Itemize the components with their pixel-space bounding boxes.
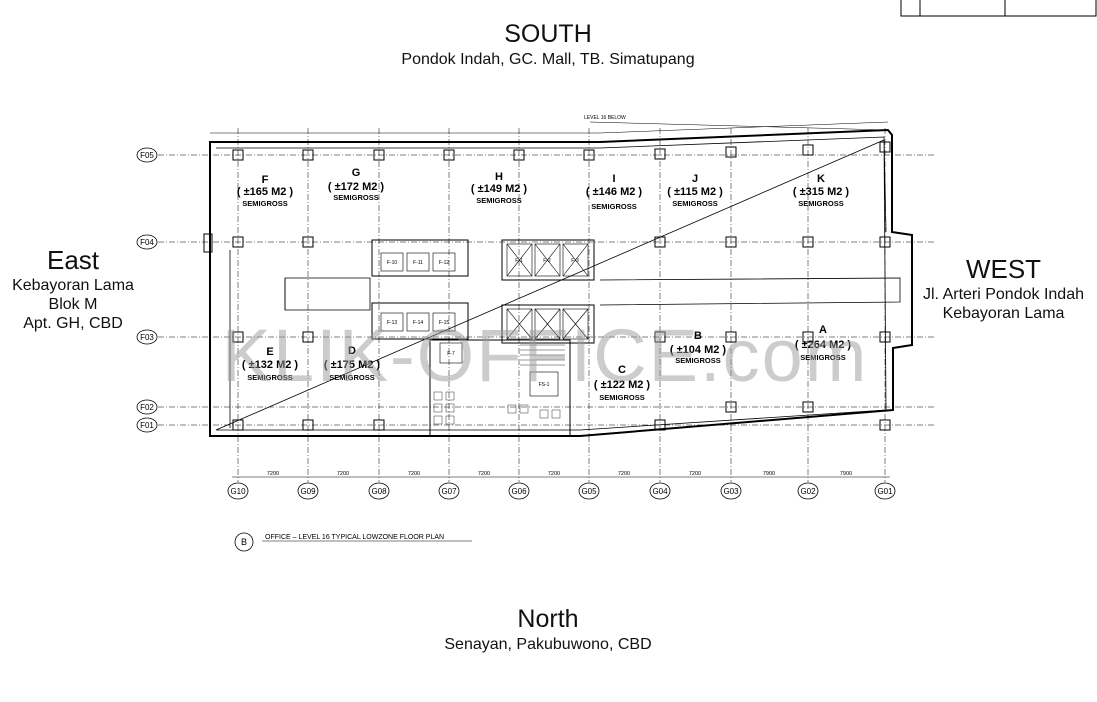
north-label-group: North Senayan, Pakubuwono, CBD <box>300 605 796 655</box>
dimension: 7900 <box>763 471 775 477</box>
west-title: WEST <box>965 254 1042 284</box>
unit-area: ( ±172 M2 ) <box>328 181 385 193</box>
lift-label: F-13 <box>387 320 398 326</box>
unit-letter: A <box>819 324 827 336</box>
unit-type: SEMIGROSS <box>800 353 845 362</box>
grid-label: F04 <box>140 238 154 247</box>
dimension: 7900 <box>840 471 852 477</box>
dimension: 7200 <box>408 471 420 477</box>
west-line-1: Jl. Arteri Pondok Indah <box>923 286 1084 303</box>
unit-area: ( ±104 M2 ) <box>670 344 727 356</box>
unit-area: ( ±264 M2 ) <box>795 339 852 351</box>
east-title: East <box>46 245 100 275</box>
row-grid-bubbles <box>136 147 158 433</box>
grid-label: F05 <box>140 151 154 160</box>
unit-letter: J <box>692 173 698 185</box>
grid-label: G04 <box>652 487 668 496</box>
unit-area: ( ±122 M2 ) <box>594 379 651 391</box>
unit-type: SEMIGROSS <box>247 373 292 382</box>
dimension: 7200 <box>478 471 490 477</box>
south-label-group: SOUTH Pondok Indah, GC. Mall, TB. Simatu… <box>300 20 796 70</box>
grid-label: G05 <box>581 487 597 496</box>
north-subtitle: Senayan, Pakubuwono, CBD <box>444 636 652 653</box>
grid-label: F03 <box>140 333 154 342</box>
unit-area: ( ±175 M2 ) <box>324 359 381 371</box>
watermark: KLIK-OFFICE.com <box>222 314 869 397</box>
unit-area: ( ±149 M2 ) <box>471 183 528 195</box>
unit-letter: F <box>262 174 269 186</box>
north-title: North <box>517 605 579 633</box>
unit-area: ( ±115 M2 ) <box>667 186 723 198</box>
dimension: 7200 <box>618 471 630 477</box>
unit-letter: B <box>694 330 702 342</box>
grid-label: G01 <box>877 487 893 496</box>
column-grid-text: G10 G09 G08 G07 G06 G05 G04 G03 G02 G01 <box>230 487 893 496</box>
grid-label: G02 <box>800 487 816 496</box>
unit-letter: E <box>266 346 273 358</box>
plan-caption: OFFICE – LEVEL 16 TYPICAL LOWZONE FLOOR … <box>265 534 444 541</box>
east-line-1: Kebayoran Lama <box>12 277 134 294</box>
title-block-corner <box>900 0 1097 17</box>
lift-label: F-11 <box>413 260 423 266</box>
unit-letter: D <box>348 345 356 357</box>
level-note: LEVEL 16 BELOW <box>584 115 626 121</box>
grid-label: G07 <box>441 487 457 496</box>
unit-labels: F ( ±165 M2 ) SEMIGROSS G ( ±172 M2 ) SE… <box>237 167 852 402</box>
row-grid-text: F05 F04 F03 F02 F01 <box>140 151 154 430</box>
lift-label: F-2 <box>543 258 551 264</box>
west-label-group: WEST Jl. Arteri Pondok Indah Kebayoran L… <box>910 254 1097 323</box>
grid-label: G06 <box>511 487 527 496</box>
lift-label: F-3 <box>571 258 579 264</box>
unit-type: SEMIGROSS <box>675 356 720 365</box>
bottom-dimensions: 7200 7200 7200 7200 7200 7200 7200 7900 … <box>267 471 852 477</box>
unit-type: SEMIGROSS <box>242 199 287 208</box>
lift-label: F-12 <box>439 260 450 266</box>
caption-marker: B <box>241 537 247 547</box>
unit-area: ( ±165 M2 ) <box>237 186 294 198</box>
lift-label: F-7 <box>447 351 455 357</box>
unit-letter: K <box>817 173 825 185</box>
column-grid-bubbles <box>227 482 896 500</box>
south-subtitle: Pondok Indah, GC. Mall, TB. Simatupang <box>401 51 695 68</box>
lift-label: F-10 <box>387 260 398 266</box>
unit-area: ( ±132 M2 ) <box>242 359 299 371</box>
lift-label: FS-1 <box>539 382 550 388</box>
east-label-group: East Kebayoran Lama Blok M Apt. GH, CBD <box>0 245 146 333</box>
lift-label: F-14 <box>413 320 424 326</box>
row-grid-lines <box>158 154 935 426</box>
unit-area: ( ±146 M2 ) <box>586 186 643 198</box>
west-line-2: Kebayoran Lama <box>942 305 1065 322</box>
south-title: SOUTH <box>504 20 592 48</box>
unit-type: SEMIGROSS <box>591 202 636 211</box>
grid-label: F01 <box>140 421 154 430</box>
dimension: 7200 <box>548 471 560 477</box>
unit-letter: I <box>612 173 615 185</box>
grid-label: G08 <box>371 487 387 496</box>
grid-label: G10 <box>230 487 246 496</box>
east-line-3: Apt. GH, CBD <box>23 315 123 332</box>
grid-label: G09 <box>300 487 316 496</box>
unit-type: SEMIGROSS <box>476 196 521 205</box>
dimension: 7200 <box>337 471 349 477</box>
unit-type: SEMIGROSS <box>599 393 644 402</box>
unit-letter: G <box>352 167 361 179</box>
unit-type: SEMIGROSS <box>672 199 717 208</box>
lift-label: F-1 <box>515 258 523 264</box>
unit-type: SEMIGROSS <box>798 199 843 208</box>
unit-area: ( ±315 M2 ) <box>793 186 850 198</box>
unit-type: SEMIGROSS <box>333 193 378 202</box>
dimension: 7200 <box>267 471 279 477</box>
grid-label: G03 <box>723 487 739 496</box>
unit-type: SEMIGROSS <box>329 373 374 382</box>
dimension: 7200 <box>689 471 701 477</box>
east-line-2: Blok M <box>48 296 98 313</box>
unit-letter: H <box>495 171 503 183</box>
unit-letter: C <box>618 364 626 376</box>
lift-label: F-15 <box>439 320 450 326</box>
grid-label: F02 <box>140 403 154 412</box>
lift-labels: F-10 F-11 F-12 F-13 F-14 F-15 F-1 F-2 F-… <box>387 258 579 388</box>
